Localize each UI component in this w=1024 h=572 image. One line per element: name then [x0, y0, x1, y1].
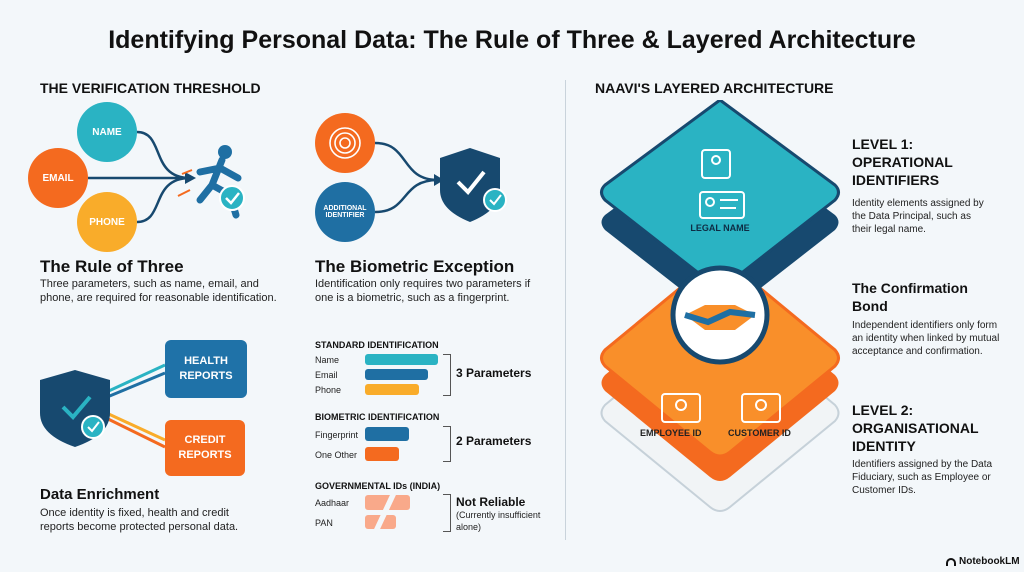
legal-name-label: LEGAL NAME — [690, 223, 750, 233]
bar-label: One Other — [315, 450, 358, 460]
level1-heading: LEVEL 1: OPERATIONAL IDENTIFIERS — [852, 136, 953, 188]
brand-label: NotebookLM — [959, 556, 1020, 567]
rule-of-three-desc: Three parameters, such as name, email, a… — [40, 278, 277, 304]
bracket — [443, 494, 451, 532]
biometric-heading: The Biometric Exception — [315, 257, 515, 276]
page-title: Identifying Personal Data: The Rule of T… — [108, 26, 916, 54]
government-header: GOVERNMENTAL IDs (INDIA) — [315, 481, 441, 491]
biometric-connectors — [315, 113, 507, 222]
bar-name — [365, 354, 438, 365]
bar-label: Name — [315, 355, 340, 365]
standard-header: STANDARD IDENTIFICATION — [315, 340, 439, 350]
verification-section-title: THE VERIFICATION THRESHOLD — [40, 80, 261, 96]
bracket — [443, 426, 451, 462]
notebooklm-logo-icon — [946, 557, 956, 566]
bar-one-other — [365, 447, 399, 461]
bar-label: Phone — [315, 385, 342, 395]
bracket — [443, 354, 451, 396]
bar-label: Email — [315, 370, 338, 380]
node-additional-identifier: ADDITIONAL IDENTIFIER — [315, 182, 375, 242]
bar-label: PAN — [315, 518, 333, 528]
fingerprint-icon — [315, 113, 375, 173]
credit-reports-box: CREDIT REPORTS — [165, 420, 245, 476]
bond-desc: Independent identifiers only form an ide… — [852, 320, 1000, 357]
health-reports-box: HEALTH REPORTS — [165, 340, 247, 398]
bar-phone — [365, 384, 419, 395]
architecture-section-title: NAAVI'S LAYERED ARCHITECTURE — [595, 80, 834, 96]
layered-architecture-diagram — [600, 100, 840, 512]
biometric-desc: Identification only requires two paramet… — [315, 278, 531, 304]
biometric-result: 2 Parameters — [456, 434, 532, 448]
bar-email — [365, 369, 428, 380]
node-name: NAME — [77, 102, 137, 162]
rule-of-three-connectors — [88, 130, 245, 224]
government-note: (Currently insufficient alone) — [456, 510, 541, 532]
rule-of-three-heading: The Rule of Three — [40, 257, 184, 276]
level1-desc: Identity elements assigned by the Data P… — [852, 198, 984, 235]
enrichment-heading: Data Enrichment — [40, 486, 160, 503]
bar-fingerprint — [365, 427, 409, 441]
bar-label: Fingerprint — [315, 430, 359, 440]
level2-desc: Identifiers assigned by the Data Fiducia… — [852, 459, 993, 496]
check-badge-icon — [219, 185, 245, 211]
employee-id-label: EMPLOYEE ID — [640, 428, 702, 438]
bar-label: Aadhaar — [315, 498, 350, 508]
node-email: EMAIL — [28, 148, 88, 208]
enrichment-desc: Once identity is fixed, health and credi… — [40, 507, 239, 533]
id-card-icon — [699, 149, 745, 219]
notebooklm-badge: NotebookLM — [946, 556, 1020, 567]
customer-id-label: CUSTOMER ID — [728, 428, 791, 438]
level2-heading: LEVEL 2: ORGANISATIONAL IDENTITY — [852, 402, 979, 454]
node-phone: PHONE — [77, 192, 137, 252]
government-result: Not Reliable — [456, 495, 526, 509]
biometric-header: BIOMETRIC IDENTIFICATION — [315, 412, 440, 422]
badge-icon — [661, 393, 781, 423]
bond-heading: The Confirmation Bond — [852, 280, 968, 314]
enrichment-connectors — [40, 363, 166, 449]
divider — [565, 80, 566, 540]
standard-result: 3 Parameters — [456, 366, 532, 380]
